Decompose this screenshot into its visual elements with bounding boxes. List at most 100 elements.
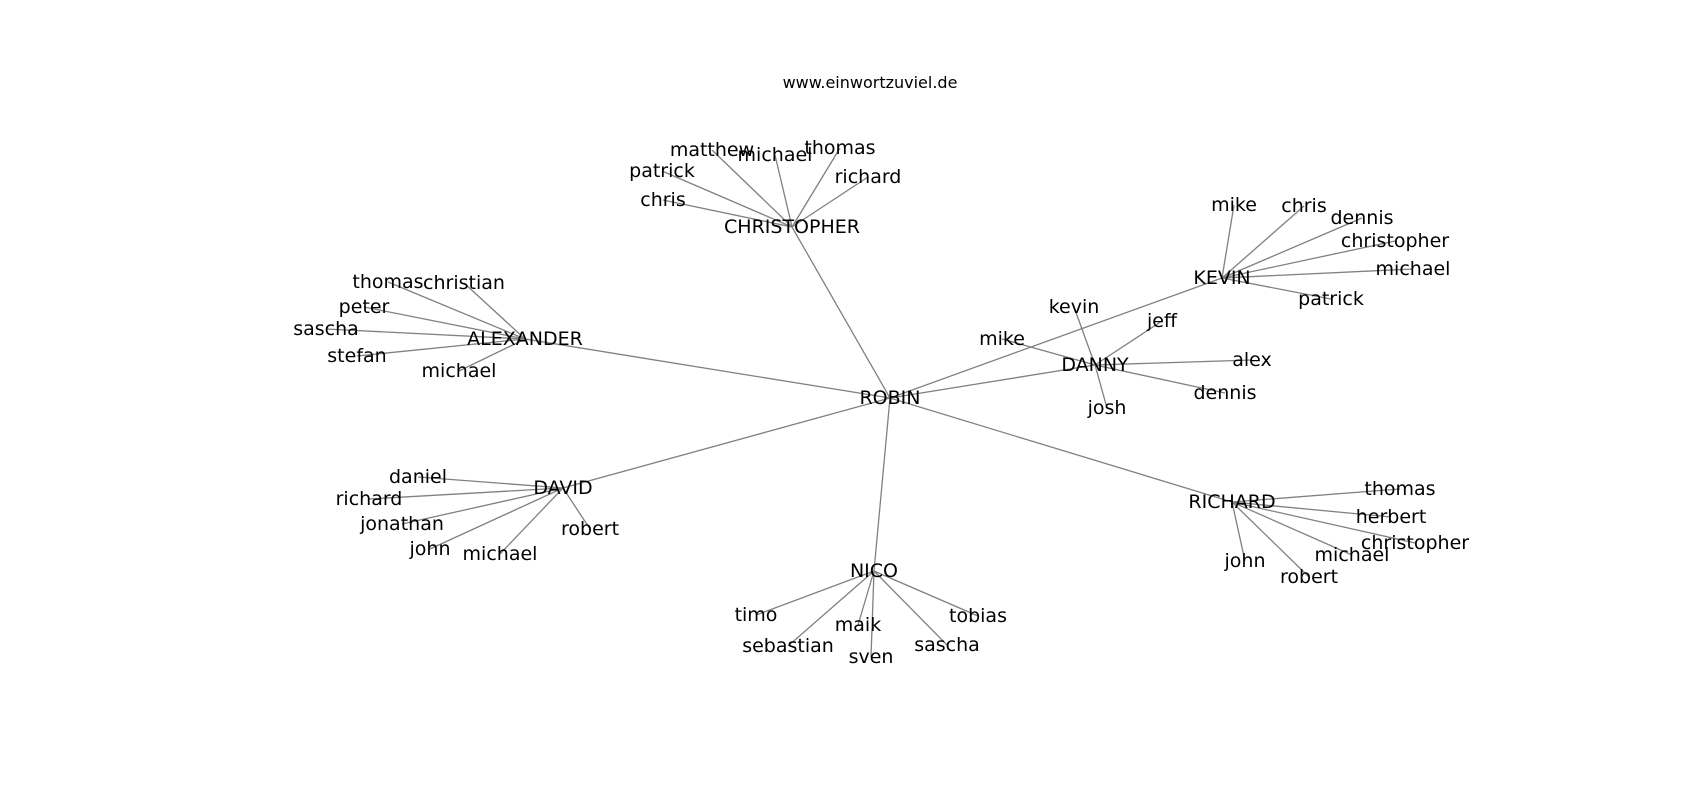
- edge-nico-tobias: [873, 570, 979, 617]
- leaf-node-label: jonathan: [359, 513, 444, 535]
- edge-richard-thomas: [1231, 488, 1401, 503]
- group-node-label: CHRISTOPHER: [724, 216, 860, 238]
- leaf-node-label: dennis: [1330, 207, 1393, 229]
- edge-danny-kevin: [1073, 306, 1096, 366]
- edge-david-jonathan: [401, 487, 564, 525]
- edge-christopher-chris: [662, 199, 793, 228]
- leaf-node-label: peter: [339, 296, 390, 318]
- group-node-label: RICHARD: [1188, 491, 1275, 513]
- leaf-node-label: christopher: [1361, 532, 1469, 554]
- leaf-node-label: timo: [735, 604, 778, 626]
- edge-root-david: [562, 397, 891, 489]
- leaf-node-label: michael: [463, 543, 538, 565]
- leaf-node-label: thomas: [1364, 478, 1435, 500]
- edge-richard-john: [1231, 501, 1246, 562]
- edge-alexander-sascha: [325, 328, 526, 340]
- edge-layer: [325, 147, 1416, 658]
- leaf-node-label: patrick: [629, 160, 695, 182]
- leaf-node-label: sebastian: [742, 635, 834, 657]
- leaf-node-label: michael: [1376, 258, 1451, 280]
- edge-david-daniel: [417, 476, 564, 489]
- leaf-node-label: mike: [979, 328, 1025, 350]
- edge-nico-timo: [755, 570, 875, 616]
- leaf-node-label: john: [1224, 550, 1266, 572]
- leaf-node-label: sascha: [293, 318, 359, 340]
- group-node-label: ALEXANDER: [467, 328, 583, 350]
- leaf-node-label: sven: [849, 646, 894, 668]
- leaf-node-label: dennis: [1193, 382, 1256, 404]
- edge-christopher-thomas: [791, 147, 841, 228]
- edge-alexander-peter: [363, 306, 526, 340]
- leaf-node-label: chris: [640, 189, 685, 211]
- edge-kevin-christopher: [1221, 240, 1396, 279]
- edge-root-nico: [873, 397, 891, 572]
- edge-kevin-dennis: [1221, 217, 1363, 279]
- leaf-node-label: patrick: [1298, 288, 1364, 310]
- leaf-node-label: christopher: [1341, 230, 1449, 252]
- leaf-node-label: tobias: [949, 605, 1007, 627]
- group-node-label: DANNY: [1061, 354, 1129, 376]
- website-title: www.einwortzuviel.de: [783, 73, 958, 92]
- edge-christopher-richard: [791, 176, 869, 228]
- group-node-label: DAVID: [533, 477, 592, 499]
- edge-kevin-patrick: [1221, 277, 1332, 300]
- edge-root-richard: [889, 397, 1233, 503]
- edge-christopher-patrick: [661, 170, 793, 228]
- edge-david-john: [429, 487, 564, 550]
- edge-root-christopher: [791, 226, 891, 399]
- leaf-node-label: alex: [1232, 349, 1272, 371]
- leaf-node-label: michael: [738, 144, 813, 166]
- edge-kevin-michael: [1221, 268, 1414, 279]
- leaf-node-label: kevin: [1049, 296, 1100, 318]
- edge-danny-alex: [1094, 359, 1253, 366]
- edge-nico-sascha: [873, 570, 948, 646]
- leaf-node-label: maik: [835, 614, 881, 636]
- edge-danny-dennis: [1094, 364, 1226, 394]
- leaf-node-label: michael: [422, 360, 497, 382]
- leaf-node-label: michael: [1315, 544, 1390, 566]
- edge-christopher-matthew: [711, 149, 793, 228]
- leaf-node-label: robert: [1280, 566, 1338, 588]
- leaf-node-label: chris: [1281, 195, 1326, 217]
- edge-alexander-stefan: [356, 338, 526, 357]
- leaf-node-label: thomas: [352, 271, 423, 293]
- edge-david-michael: [499, 487, 564, 555]
- leaf-node-label: richard: [336, 488, 403, 510]
- root-node-label: ROBIN: [859, 387, 920, 409]
- edge-richard-michael: [1231, 501, 1353, 556]
- leaf-node-label: jeff: [1146, 310, 1178, 332]
- leaf-node-label: christian: [423, 272, 505, 294]
- leaf-node-label: josh: [1087, 397, 1127, 419]
- edge-david-richard: [368, 487, 564, 500]
- edge-alexander-christian: [463, 282, 526, 340]
- leaf-node-label: mike: [1211, 194, 1257, 216]
- leaf-node-label: richard: [835, 166, 902, 188]
- leaf-node-label: john: [409, 538, 451, 560]
- edge-alexander-thomas: [387, 281, 526, 340]
- leaf-node-label: robert: [561, 518, 619, 540]
- edge-nico-sven: [870, 570, 875, 658]
- edge-nico-sebastian: [787, 570, 875, 647]
- edge-richard-christopher: [1231, 501, 1416, 544]
- leaf-node-label: sascha: [914, 634, 980, 656]
- group-node-label: KEVIN: [1193, 267, 1250, 289]
- edge-root-kevin: [889, 277, 1223, 399]
- leaf-node-label: herbert: [1356, 506, 1427, 528]
- edge-danny-mike: [1001, 338, 1096, 366]
- leaf-node-label: stefan: [327, 345, 386, 367]
- label-layer: ROBINCHRISTOPHERmatthewmichaelthomaspatr…: [293, 137, 1469, 668]
- edge-root-danny: [889, 364, 1096, 399]
- edge-root-alexander: [524, 338, 891, 399]
- edge-christopher-michael: [774, 154, 793, 228]
- group-node-label: NICO: [850, 560, 898, 582]
- leaf-node-label: thomas: [804, 137, 875, 159]
- edge-kevin-chris: [1221, 205, 1305, 279]
- edge-kevin-mike: [1221, 204, 1235, 279]
- edge-richard-robert: [1231, 501, 1310, 578]
- edge-danny-josh: [1094, 364, 1108, 409]
- edge-david-robert: [562, 487, 591, 530]
- edge-nico-maik: [857, 570, 875, 626]
- edge-richard-herbert: [1231, 501, 1392, 518]
- edge-danny-jeff: [1094, 320, 1163, 366]
